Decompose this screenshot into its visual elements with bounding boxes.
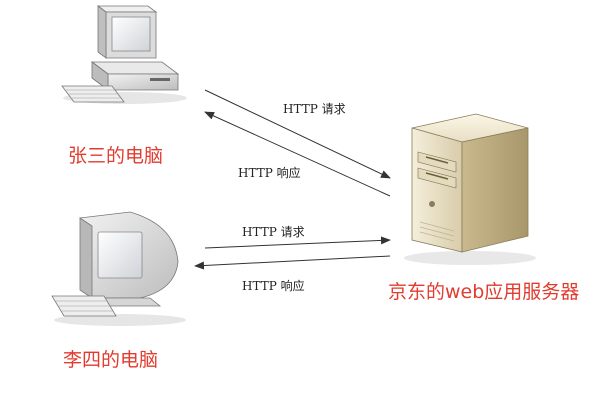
http-response-label-2: HTTP 响应 [242, 279, 305, 293]
http-request-arrow-1 [204, 89, 391, 179]
http-request-arrow-2 [204, 236, 391, 249]
http-response-arrow-2 [194, 255, 391, 270]
server-tower-icon [404, 113, 536, 265]
http-response-label-1: HTTP 响应 [238, 166, 301, 180]
http-request-label-2: HTTP 请求 [242, 225, 305, 239]
lisi-computer-icon [51, 211, 186, 326]
http-response-arrow-1 [204, 111, 391, 197]
server-label: 京东的web应用服务器 [388, 281, 580, 303]
lisi-computer-label: 李四的电脑 [63, 349, 159, 371]
zhangsan-computer-icon [61, 5, 187, 104]
zhangsan-computer-label: 张三的电脑 [68, 145, 164, 167]
http-request-label-1: HTTP 请求 [283, 102, 346, 116]
